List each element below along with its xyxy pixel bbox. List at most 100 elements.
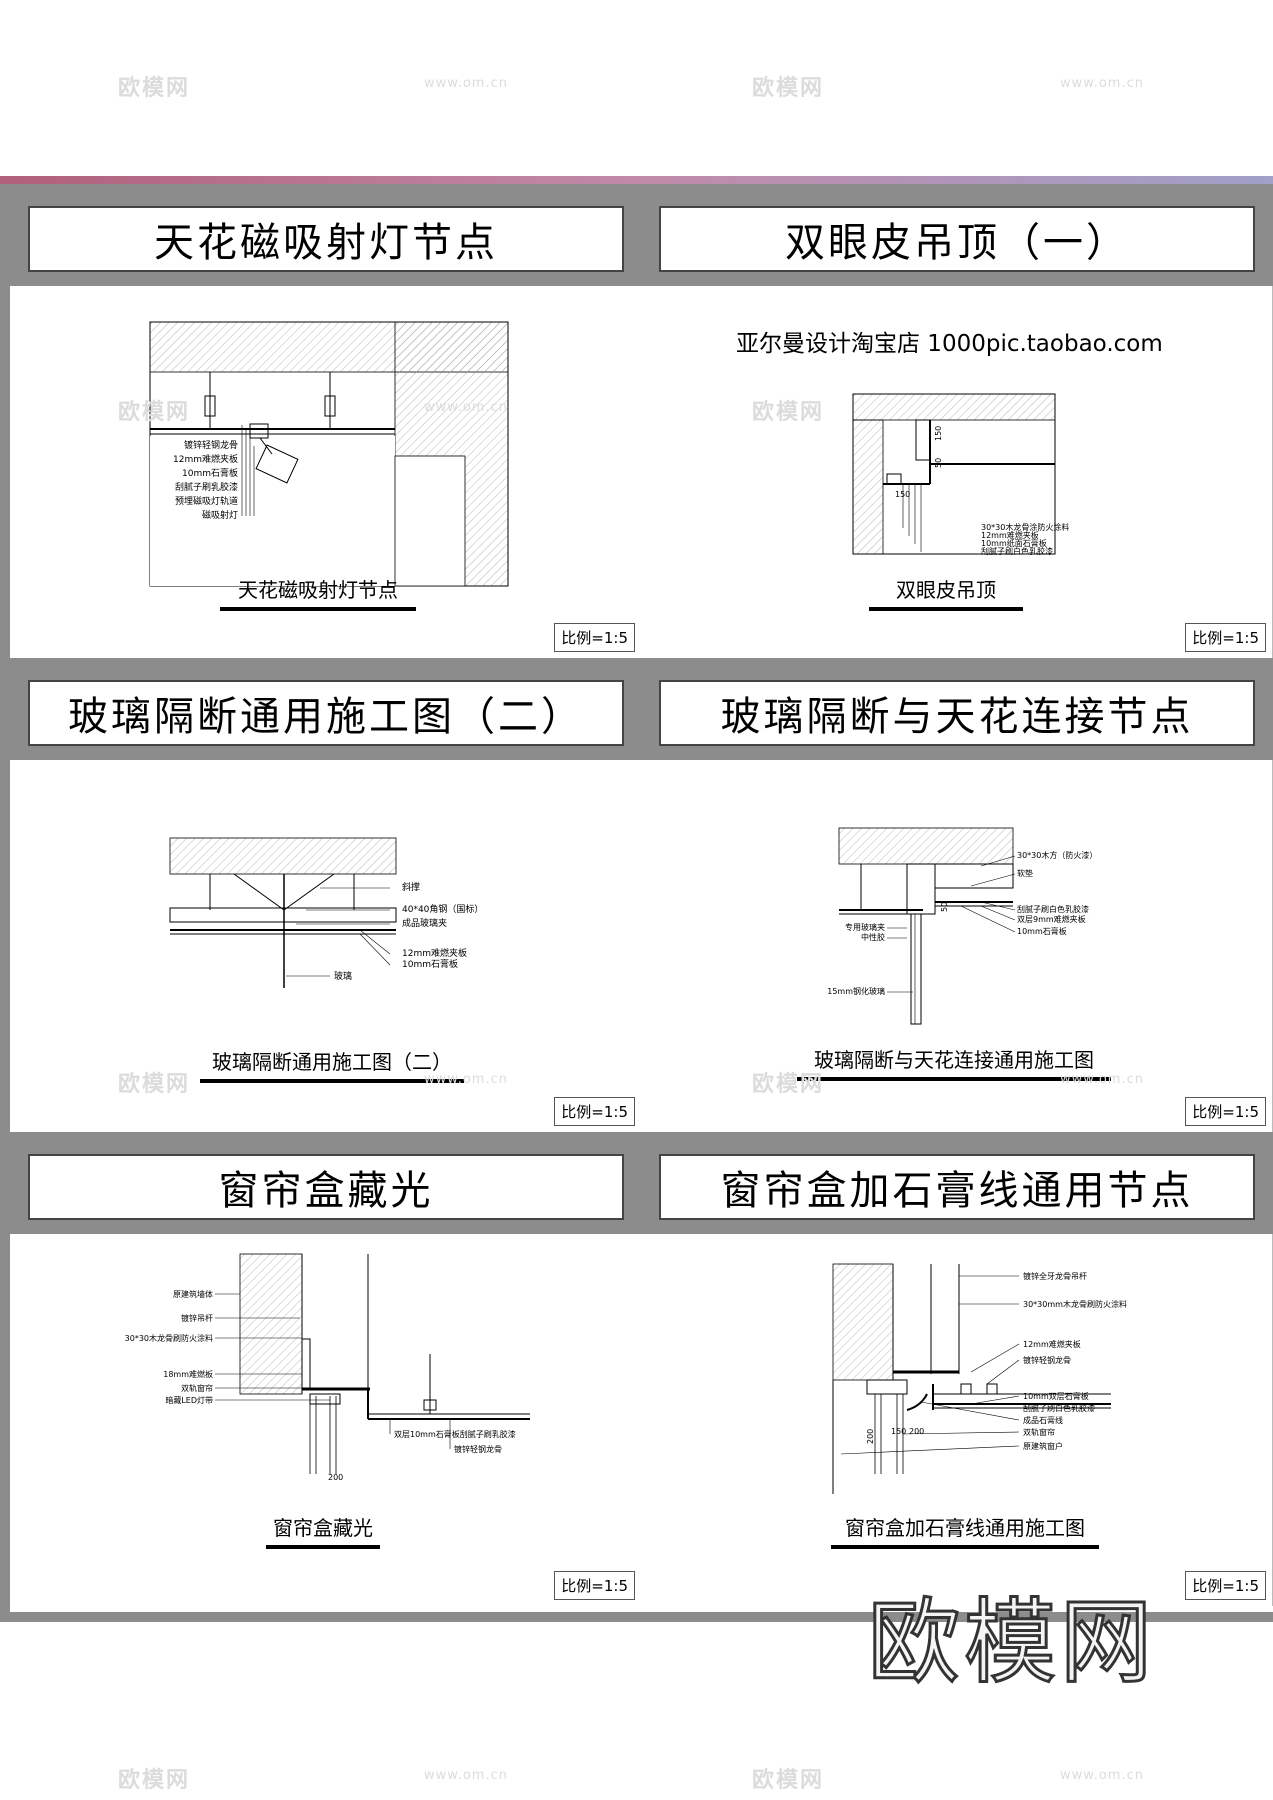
label-text: 镀锌吊杆 <box>181 1313 213 1323</box>
panel-title: 窗帘盒藏光 <box>28 1154 624 1220</box>
scale-label: 比例=1:5 <box>1185 1571 1266 1600</box>
label-text: 镀锌轻钢龙骨 <box>184 439 238 451</box>
panel-title: 玻璃隔断通用施工图（二） <box>28 680 624 746</box>
drawing-area: 200 原建筑墙体 镀锌吊杆 30*30木龙骨刷防火涂料 18mm难燃板 <box>10 1234 642 1606</box>
dimension-text: 200 <box>328 1473 343 1482</box>
label-text: 刮腻子刷白色乳胶漆 <box>1023 1403 1095 1413</box>
label-text: 镀锌轻钢龙骨 <box>454 1444 502 1454</box>
scale-label: 比例=1:5 <box>554 623 635 652</box>
label-text: 预埋磁吸灯轨道 <box>175 495 238 507</box>
brand-logo: 欧模网 <box>866 1588 1157 1698</box>
dimension-text: 200 <box>909 1427 924 1436</box>
label-text: 成品玻璃夹 <box>402 917 447 929</box>
scale-label: 比例=1:5 <box>554 1097 635 1126</box>
label-text: 玻璃 <box>334 970 352 982</box>
label-text: 专用玻璃夹 <box>845 922 885 932</box>
panel-glass-ceiling-connection: 玻璃隔断与天花连接节点 50 <box>641 658 1273 1132</box>
label-text: 双层9mm难燃夹板 <box>1017 914 1086 924</box>
label-text: 暗藏LED灯带 <box>165 1395 213 1405</box>
label-text: 10mm纸面石膏板 <box>981 538 1047 548</box>
watermark-logo: 欧模网 <box>752 1768 825 1793</box>
drawing-area: 200 150 200 镀锌全牙龙骨吊杆 30*3 <box>641 1234 1273 1606</box>
drawing-area: 50 30*30木方（防火漆） 软垫 刮腻子刷白色乳胶漆 双层9mm难燃 <box>641 760 1273 1132</box>
panel-ceiling-magnetic-light: 天花磁吸射灯节点 <box>10 184 642 658</box>
title-band: 窗帘盒加石膏线通用节点 <box>641 1132 1273 1234</box>
detail-drawing: 200 原建筑墙体 镀锌吊杆 30*30木龙骨刷防火涂料 18mm难燃板 <box>125 1253 530 1482</box>
label-text: 双轨窗帘 <box>1023 1427 1055 1437</box>
drawing-caption: 双眼皮吊顶 <box>869 574 1023 611</box>
drawing-caption: 玻璃隔断与天花连接通用施工图 <box>797 1044 1111 1081</box>
label-text: 磁吸射灯 <box>202 509 238 521</box>
label-text: 镀锌全牙龙骨吊杆 <box>1023 1271 1087 1281</box>
drawing-caption: 天花磁吸射灯节点 <box>220 574 416 611</box>
label-text: 30*30木方（防火漆） <box>1017 850 1097 860</box>
label-text: 12mm难燃夹板 <box>1023 1339 1081 1349</box>
watermark-logo: 欧模网 <box>118 400 191 425</box>
drawing-board: 天花磁吸射灯节点 <box>0 184 1273 1622</box>
watermark-url: www.om.cn <box>1060 1072 1144 1087</box>
dimension-text: 200 <box>866 1429 875 1444</box>
label-text: 30*30木龙骨涂防火涂料 <box>981 522 1069 532</box>
panel-title: 天花磁吸射灯节点 <box>28 206 624 272</box>
label-text: 10mm石膏板 <box>182 467 238 479</box>
detail-drawing: 50 30*30木方（防火漆） 软垫 刮腻子刷白色乳胶漆 双层9mm难燃 <box>827 827 1097 1025</box>
title-band: 双眼皮吊顶（一） <box>641 184 1273 286</box>
watermark-logo: 欧模网 <box>118 1072 191 1097</box>
scale-label: 比例=1:5 <box>554 1571 635 1600</box>
label-text: 12mm难燃夹板 <box>981 530 1039 540</box>
label-text: 10mm石膏板 <box>1017 926 1067 936</box>
label-text: 原建筑墙体 <box>173 1289 213 1299</box>
detail-drawing: 200 150 200 镀锌全牙龙骨吊杆 30*3 <box>832 1263 1127 1494</box>
detail-drawing: 斜撑 40*40角钢（国标） 成品玻璃夹 12mm难燃夹板 10mm石膏板 玻璃 <box>169 837 483 988</box>
title-band: 天花磁吸射灯节点 <box>10 184 642 286</box>
label-text: 刮腻子刷白色乳胶漆 <box>1017 904 1089 914</box>
title-band: 窗帘盒藏光 <box>10 1132 642 1234</box>
label-text: 30*30mm木龙骨刷防火涂料 <box>1023 1299 1127 1309</box>
label-text: 12mm难燃夹板 <box>173 453 238 465</box>
watermark-url: www.om.cn <box>424 1072 508 1087</box>
label-text: 成品石膏线 <box>1023 1415 1063 1425</box>
dimension-text: 50 <box>934 458 943 468</box>
label-text: 18mm难燃板 <box>163 1369 213 1379</box>
label-text: 斜撑 <box>402 881 420 893</box>
title-band: 玻璃隔断通用施工图（二） <box>10 658 642 760</box>
watermark-logo: 欧模网 <box>752 400 825 425</box>
watermark-url: www.om.cn <box>1060 1768 1144 1783</box>
label-text: 12mm难燃夹板 <box>402 947 467 959</box>
panel-glass-partition-2: 玻璃隔断通用施工图（二） <box>10 658 642 1132</box>
drawing-area: 亚尔曼设计淘宝店 1000pic.taobao.com 150 50 <box>641 286 1273 658</box>
panel-title: 玻璃隔断与天花连接节点 <box>659 680 1255 746</box>
label-text: 原建筑窗户 <box>1023 1441 1063 1451</box>
label-text: 30*30木龙骨刷防火涂料 <box>125 1333 213 1343</box>
dimension-text: 150 <box>895 490 910 499</box>
watermark-logo: 欧模网 <box>752 76 825 101</box>
label-text: 软垫 <box>1017 868 1033 878</box>
detail-drawing: 镀锌轻钢龙骨 12mm难燃夹板 10mm石膏板 刮腻子刷乳胶漆 预埋磁吸灯轨道 … <box>149 321 509 587</box>
drawing-subtitle: 亚尔曼设计淘宝店 1000pic.taobao.com <box>736 331 1163 357</box>
label-text: 10mm双层石膏板 <box>1023 1391 1089 1401</box>
panel-title: 双眼皮吊顶（一） <box>659 206 1255 272</box>
watermark-url: www.om.cn <box>424 1768 508 1783</box>
label-text: 中性胶 <box>861 932 885 942</box>
watermark-logo: 欧模网 <box>752 1072 825 1097</box>
label-text: 刮腻子刷白色乳胶漆 <box>981 546 1053 556</box>
dimension-text: 50 <box>940 902 949 912</box>
drawing-caption: 窗帘盒加石膏线通用施工图 <box>831 1512 1099 1549</box>
top-accent-bar <box>0 176 1273 184</box>
panel-title: 窗帘盒加石膏线通用节点 <box>659 1154 1255 1220</box>
drawing-caption: 玻璃隔断通用施工图（二） <box>200 1046 464 1083</box>
scale-label: 比例=1:5 <box>1185 1097 1266 1126</box>
drawing-area: 镀锌轻钢龙骨 12mm难燃夹板 10mm石膏板 刮腻子刷乳胶漆 预埋磁吸灯轨道 … <box>10 286 642 658</box>
watermark-logo: 欧模网 <box>118 1768 191 1793</box>
watermark-url: www.om.cn <box>424 76 508 91</box>
dimension-text: 150 <box>891 1427 906 1436</box>
label-text: 10mm石膏板 <box>402 958 458 970</box>
dimension-text: 150 <box>934 426 943 441</box>
panel-double-eyelid-ceiling: 双眼皮吊顶（一） 亚尔曼设计淘宝店 1000pic.taobao.com <box>641 184 1273 658</box>
drawing-caption: 窗帘盒藏光 <box>266 1512 380 1549</box>
panel-curtain-box-plaster-line: 窗帘盒加石膏线通用节点 <box>641 1132 1273 1606</box>
label-text: 镀锌轻钢龙骨 <box>1023 1355 1071 1365</box>
watermark-logo: 欧模网 <box>118 76 191 101</box>
scale-label: 比例=1:5 <box>1185 623 1266 652</box>
panel-curtain-box-hidden-light: 窗帘盒藏光 <box>10 1132 642 1606</box>
